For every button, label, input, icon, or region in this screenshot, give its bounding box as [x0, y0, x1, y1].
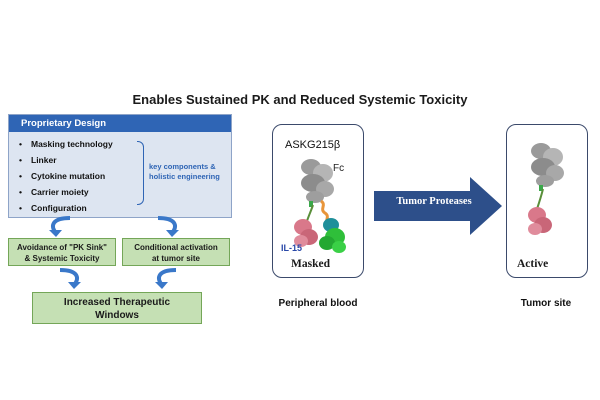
- design-item-configuration: Configuration: [19, 203, 87, 213]
- avoidance-box: Avoidance of "PK Sink" & Systemic Toxici…: [8, 238, 116, 266]
- curve-arrow-icon: [155, 268, 177, 289]
- tumor-proteases-label: Tumor Proteases: [396, 196, 472, 207]
- conditional-line-1: Conditional activation: [134, 243, 218, 252]
- proprietary-design-box: Proprietary Design Masking technology Li…: [8, 114, 232, 218]
- design-item-cytokine: Cytokine mutation: [19, 171, 105, 181]
- design-item-carrier: Carrier moiety: [19, 187, 89, 197]
- design-item-masking: Masking technology: [19, 139, 113, 149]
- design-header: Proprietary Design: [9, 115, 231, 132]
- conditional-line-2: at tumor site: [151, 254, 200, 263]
- tumor-site-label: Tumor site: [520, 298, 572, 309]
- therapeutic-windows-box: Increased Therapeutic Windows: [32, 292, 202, 324]
- bracket-shape: [137, 141, 144, 205]
- curve-arrow-icon: [157, 216, 179, 237]
- masked-state-label: Masked: [291, 258, 330, 270]
- fc-label: Fc: [333, 163, 345, 174]
- tumor-proteases-arrow-icon: [374, 177, 502, 235]
- masked-molecule-panel: ASKG215β Fc IL-15 Masked: [272, 124, 364, 278]
- avoidance-line-2: & Systemic Toxicity: [24, 254, 100, 263]
- peripheral-blood-label: Peripheral blood: [278, 298, 358, 309]
- windows-line-1: Increased Therapeutic: [63, 297, 171, 308]
- avoidance-line-1: Avoidance of "PK Sink": [17, 243, 107, 252]
- main-title: Enables Sustained PK and Reduced Systemi…: [132, 92, 468, 107]
- design-item-linker: Linker: [19, 155, 56, 165]
- masked-molecule-icon: [294, 159, 346, 253]
- molecule-name: ASKG215β: [285, 139, 341, 151]
- active-state-label: Active: [517, 258, 549, 270]
- active-molecule-panel: Active: [506, 124, 588, 278]
- curve-arrow-icon: [59, 268, 81, 289]
- windows-line-2: Windows: [95, 310, 139, 321]
- active-molecule-icon: [528, 143, 564, 235]
- conditional-activation-box: Conditional activation at tumor site: [122, 238, 230, 266]
- curve-arrow-icon: [49, 216, 71, 237]
- key-components-label: key components & holistic engineering: [149, 162, 220, 181]
- il15-label: IL-15: [281, 243, 303, 253]
